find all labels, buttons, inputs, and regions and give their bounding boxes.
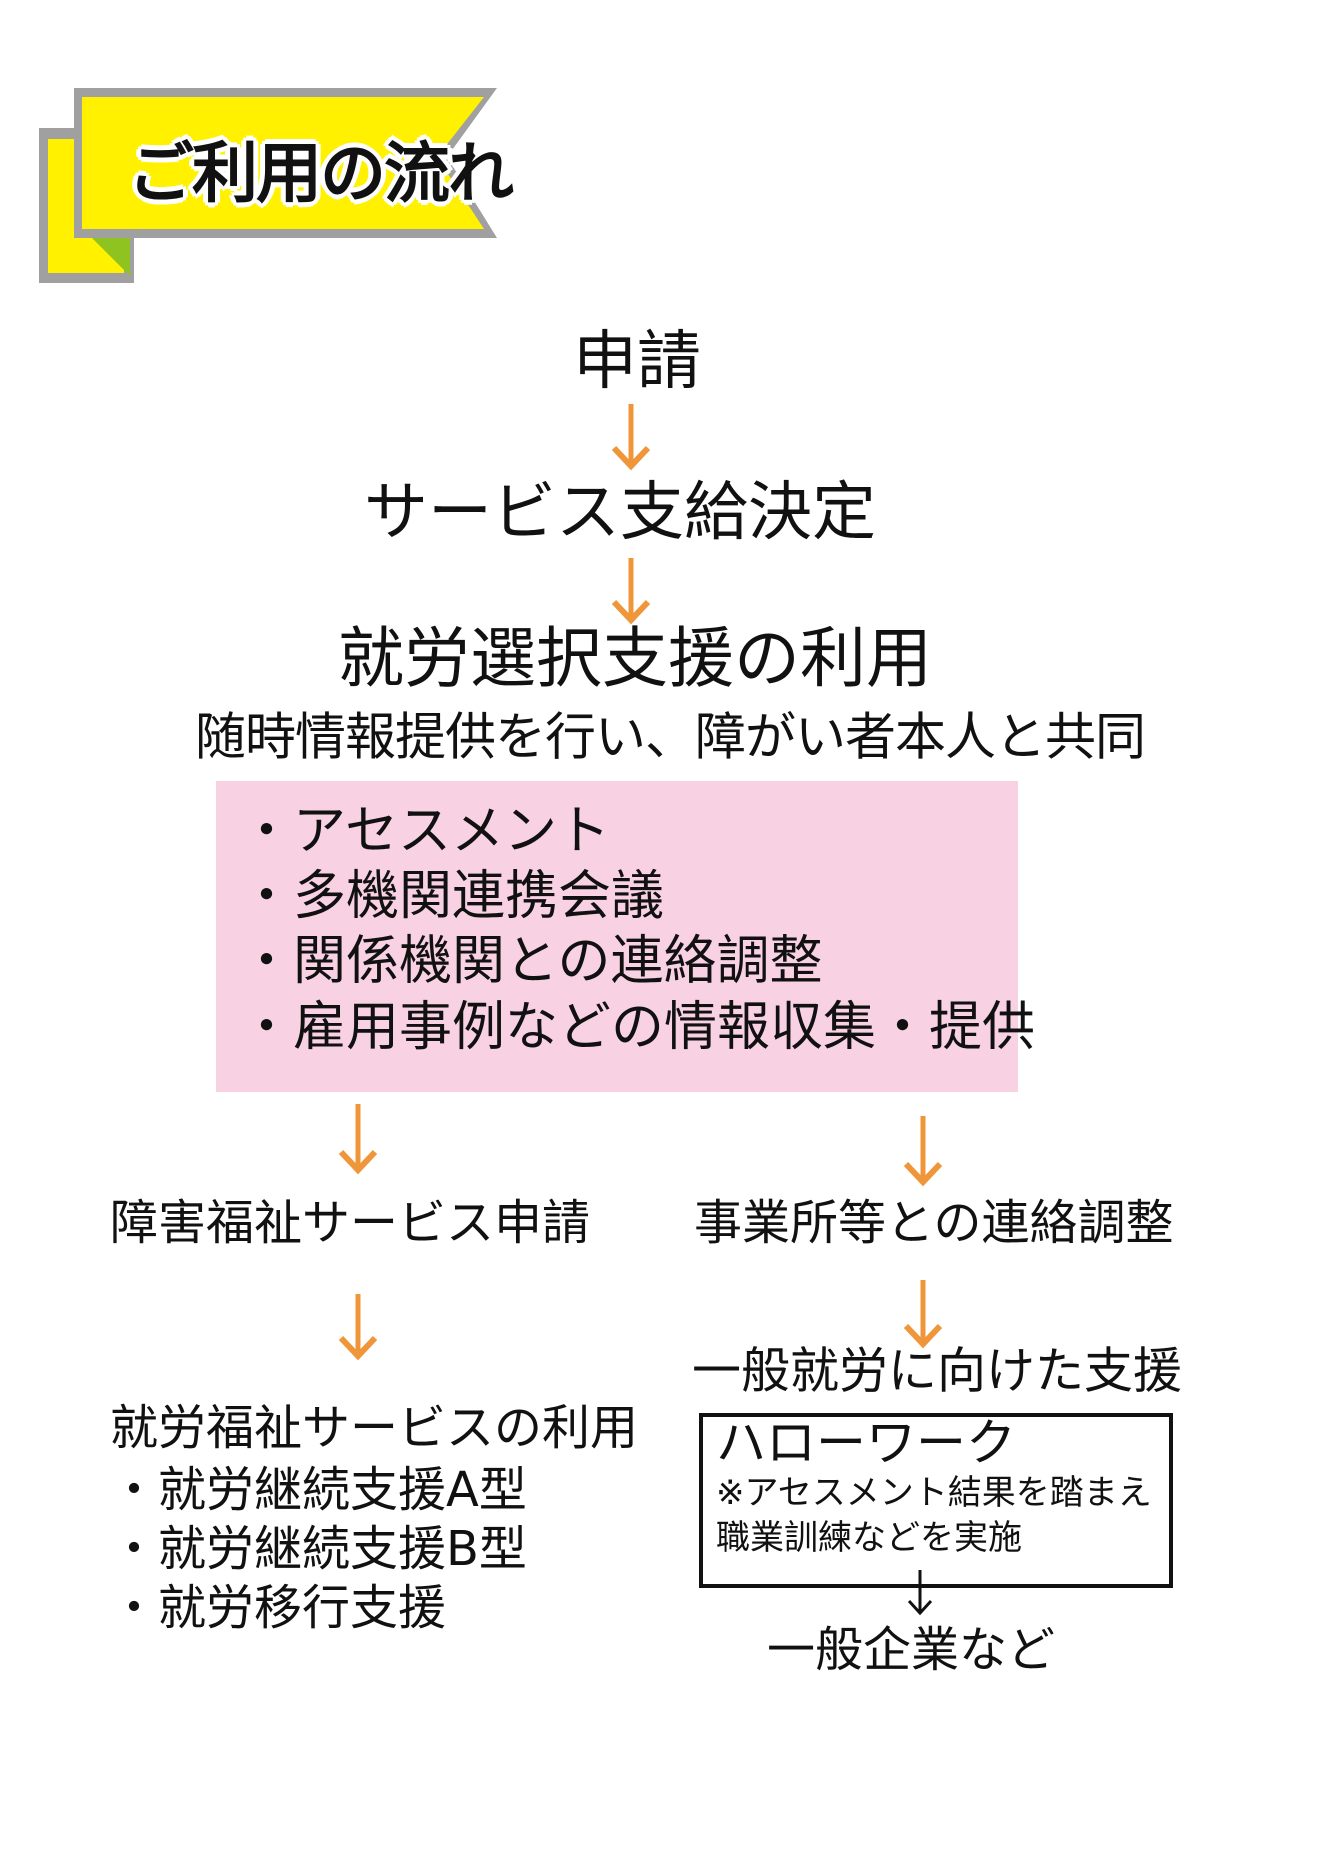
hello-work-box [699, 1413, 1173, 1588]
right-step-coordination: 事業所等との連絡調整 [694, 1195, 1174, 1251]
activity-item: ・雇用事例などの情報収集・提供 [240, 996, 1035, 1058]
arrow-down-icon [611, 558, 651, 625]
step-employment-selection: 就労選択支援の利用 [338, 620, 932, 697]
step-note: 随時情報提供を行い、障がい者本人と共同 [194, 708, 1146, 768]
left-service-item: ・就労継続支援B型 [110, 1521, 527, 1577]
hello-work-note: ※アセスメント結果を踏まえ [716, 1473, 1152, 1513]
activity-item: ・関係機関との連絡調整 [240, 930, 823, 992]
arrow-down-icon [338, 1294, 378, 1361]
step-application: 申請 [573, 325, 701, 399]
arrow-down-icon [611, 404, 651, 471]
arrow-down-icon [338, 1104, 378, 1175]
right-step-general-companies: 一般企業など [766, 1622, 1056, 1678]
left-service-item: ・就労移行支援 [110, 1580, 447, 1636]
activities-box [216, 781, 1018, 1092]
activity-item: ・多機関連携会議 [240, 865, 664, 927]
arrow-down-icon [903, 1116, 943, 1187]
left-service-item: ・就労継続支援A型 [110, 1462, 527, 1518]
hello-work-note: 職業訓練などを実施 [716, 1518, 1022, 1558]
banner-title: ご利用の流れ [128, 135, 514, 212]
banner-ribbon [39, 88, 497, 283]
left-step-welfare-application: 障害福祉サービス申請 [110, 1195, 591, 1251]
left-step-welfare-use: 就労福祉サービスの利用 [110, 1400, 639, 1456]
arrow-down-icon [907, 1570, 933, 1616]
hello-work-title: ハローワーク [716, 1414, 1016, 1472]
activity-item: ・アセスメント [240, 800, 610, 862]
right-step-general-employment-support: 一般就労に向けた支援 [692, 1342, 1183, 1400]
step-service-decision: サービス支給決定 [364, 476, 876, 550]
arrow-down-icon [903, 1280, 943, 1349]
